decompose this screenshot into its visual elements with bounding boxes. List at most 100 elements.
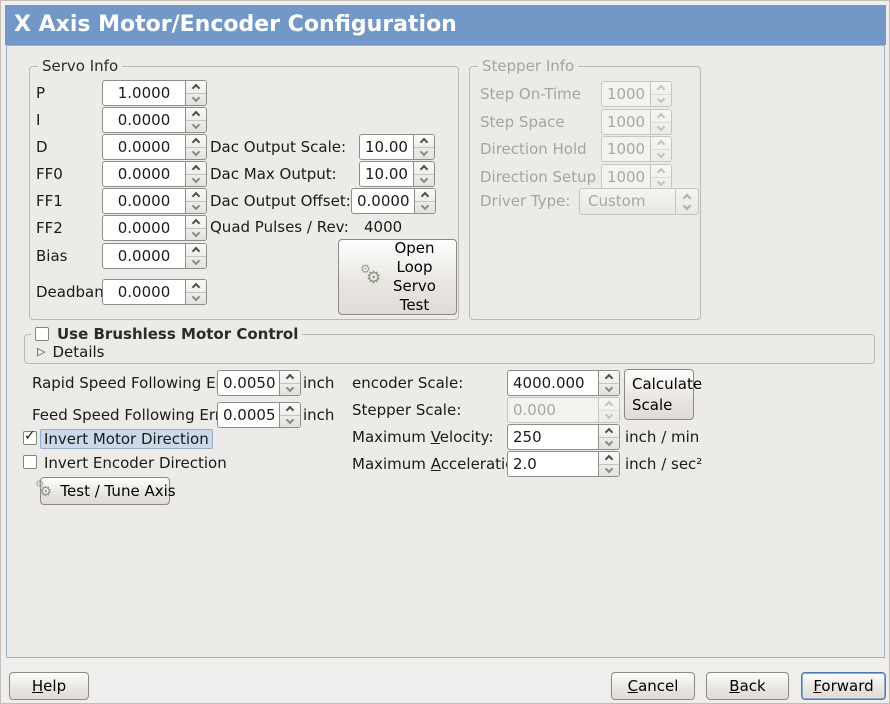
ff2-label: FF2 [36, 219, 63, 237]
spin-up-button[interactable] [186, 216, 206, 228]
direction-hold-label: Direction Hold [480, 140, 587, 158]
page-title: X Axis Motor/Encoder Configuration [5, 5, 886, 45]
driver-type-combobox: Custom [579, 188, 699, 215]
spin-up-button[interactable] [186, 189, 206, 201]
p-label: P [36, 84, 46, 102]
invert-encoder-label[interactable]: Invert Encoder Direction [44, 454, 227, 472]
dac-output-scale-spinbox[interactable]: 10.00 [359, 134, 435, 160]
spin-up-button [651, 165, 671, 177]
combobox-arrows-icon [675, 189, 698, 214]
spin-down-button[interactable] [599, 436, 619, 450]
spin-down-button[interactable] [415, 200, 435, 214]
spin-down-button[interactable] [186, 146, 206, 160]
spin-up-button[interactable] [186, 244, 206, 256]
stepper-scale-label: Stepper Scale: [352, 401, 462, 419]
spin-up-button[interactable] [186, 162, 206, 174]
encoder-scale-spinbox[interactable]: 4000.000 [507, 370, 620, 396]
step-on-time-label: Step On-Time [480, 85, 581, 103]
feed-following-error-label: Feed Speed Following Error: [32, 406, 241, 424]
spin-down-button[interactable] [280, 382, 300, 396]
maximum-acceleration-label: Maximum Acceleration: [352, 455, 529, 473]
servo-info-frame: Servo Info P 1.0000 I 0.0000 D 0.0000 FF… [29, 57, 459, 320]
cancel-button-label: Cancel [627, 677, 679, 695]
spin-down-button[interactable] [186, 92, 206, 106]
spin-down-button[interactable] [280, 414, 300, 428]
spin-up-button[interactable] [599, 371, 619, 383]
invert-motor-checkbox[interactable]: ✓ [23, 429, 37, 445]
calculate-scale-label: Calculate Scale [632, 374, 703, 414]
help-button[interactable]: Help [9, 672, 89, 700]
maximum-velocity-spinbox[interactable]: 250 [507, 424, 620, 450]
spin-down-button [599, 409, 619, 423]
spin-up-button[interactable] [599, 452, 619, 464]
spin-down-button[interactable] [186, 291, 206, 305]
back-button[interactable]: Back [706, 672, 789, 700]
spin-up-button[interactable] [414, 135, 434, 147]
spin-up-button[interactable] [186, 135, 206, 147]
open-loop-button-label: Open Loop Servo Test [393, 239, 436, 314]
test-tune-button-label: Test / Tune Axis [60, 482, 176, 500]
step-on-time-spinbox: 1000 [601, 81, 672, 107]
spin-down-button[interactable] [186, 255, 206, 269]
spin-up-button[interactable] [186, 280, 206, 292]
maximum-acceleration-spinbox[interactable]: 2.0 [507, 451, 620, 477]
spin-up-button[interactable] [414, 162, 434, 174]
spin-up-button [599, 398, 619, 410]
bias-spinbox[interactable]: 0.0000 [102, 243, 207, 269]
deadband-spinbox[interactable]: 0.0000 [102, 279, 207, 305]
spin-up-button[interactable] [599, 425, 619, 437]
dac-output-offset-spinbox[interactable]: 0.0000 [351, 188, 436, 214]
p-spinbox[interactable]: 1.0000 [102, 80, 207, 106]
direction-setup-spinbox: 1000 [601, 164, 672, 190]
spin-down-button[interactable] [186, 227, 206, 241]
maximum-velocity-label: Maximum Velocity: [352, 428, 494, 446]
ff0-label: FF0 [36, 165, 63, 183]
spin-up-button [651, 110, 671, 122]
rapid-following-error-spinbox[interactable]: 0.0050 [217, 370, 301, 396]
spin-up-button[interactable] [280, 371, 300, 383]
cancel-button[interactable]: Cancel [611, 672, 695, 700]
spin-up-button[interactable] [415, 189, 435, 201]
spin-down-button[interactable] [186, 119, 206, 133]
spin-down-button[interactable] [186, 173, 206, 187]
i-spinbox[interactable]: 0.0000 [102, 107, 207, 133]
ff1-spinbox[interactable]: 0.0000 [102, 188, 207, 214]
d-spinbox[interactable]: 0.0000 [102, 134, 207, 160]
rapid-following-error-label: Rapid Speed Following Error: [32, 374, 248, 392]
use-brushless-checkbox[interactable] [35, 327, 49, 341]
stepper-info-frame: Stepper Info Step On-Time 1000 Step Spac… [469, 57, 701, 320]
open-loop-servo-test-button[interactable]: ⚙⚙ Open Loop Servo Test [338, 239, 457, 315]
spin-down-button[interactable] [599, 382, 619, 396]
gears-icon: ⚙⚙ [35, 479, 52, 500]
spin-down-button[interactable] [186, 200, 206, 214]
spin-down-button[interactable] [414, 146, 434, 160]
spin-down-button[interactable] [599, 463, 619, 477]
rapid-unit-label: inch [303, 374, 335, 392]
spin-up-button[interactable] [186, 108, 206, 120]
ff0-spinbox[interactable]: 0.0000 [102, 161, 207, 187]
ff2-spinbox[interactable]: 0.0000 [102, 215, 207, 241]
i-label: I [36, 111, 41, 129]
feed-following-error-spinbox[interactable]: 0.0005 [217, 402, 301, 428]
forward-button[interactable]: Forward [801, 672, 886, 700]
dac-max-output-spinbox[interactable]: 10.00 [359, 161, 435, 187]
spin-down-button[interactable] [414, 173, 434, 187]
dac-output-offset-label: Dac Output Offset: [210, 192, 351, 210]
velocity-unit-label: inch / min [625, 428, 700, 446]
spin-down-button [651, 148, 671, 162]
servo-info-frame-label: Servo Info [38, 57, 123, 75]
quad-pulses-value: 4000 [364, 218, 403, 236]
invert-encoder-checkbox[interactable] [23, 455, 37, 469]
details-expander[interactable]: ▷ Details [37, 343, 104, 361]
dac-max-output-label: Dac Max Output: [210, 165, 337, 183]
calculate-scale-button[interactable]: Calculate Scale [624, 369, 702, 420]
use-brushless-label[interactable]: Use Brushless Motor Control [57, 325, 299, 343]
invert-motor-label[interactable]: Invert Motor Direction [40, 429, 213, 449]
driver-type-label: Driver Type: [480, 192, 571, 210]
stepper-scale-spinbox: 0.000 [507, 397, 620, 423]
gears-icon: ⚙⚙ [360, 262, 382, 288]
test-tune-axis-button[interactable]: ⚙⚙ Test / Tune Axis [35, 477, 176, 505]
spin-up-button[interactable] [280, 403, 300, 415]
acceleration-unit-label: inch / sec² [625, 455, 703, 473]
spin-up-button[interactable] [186, 81, 206, 93]
